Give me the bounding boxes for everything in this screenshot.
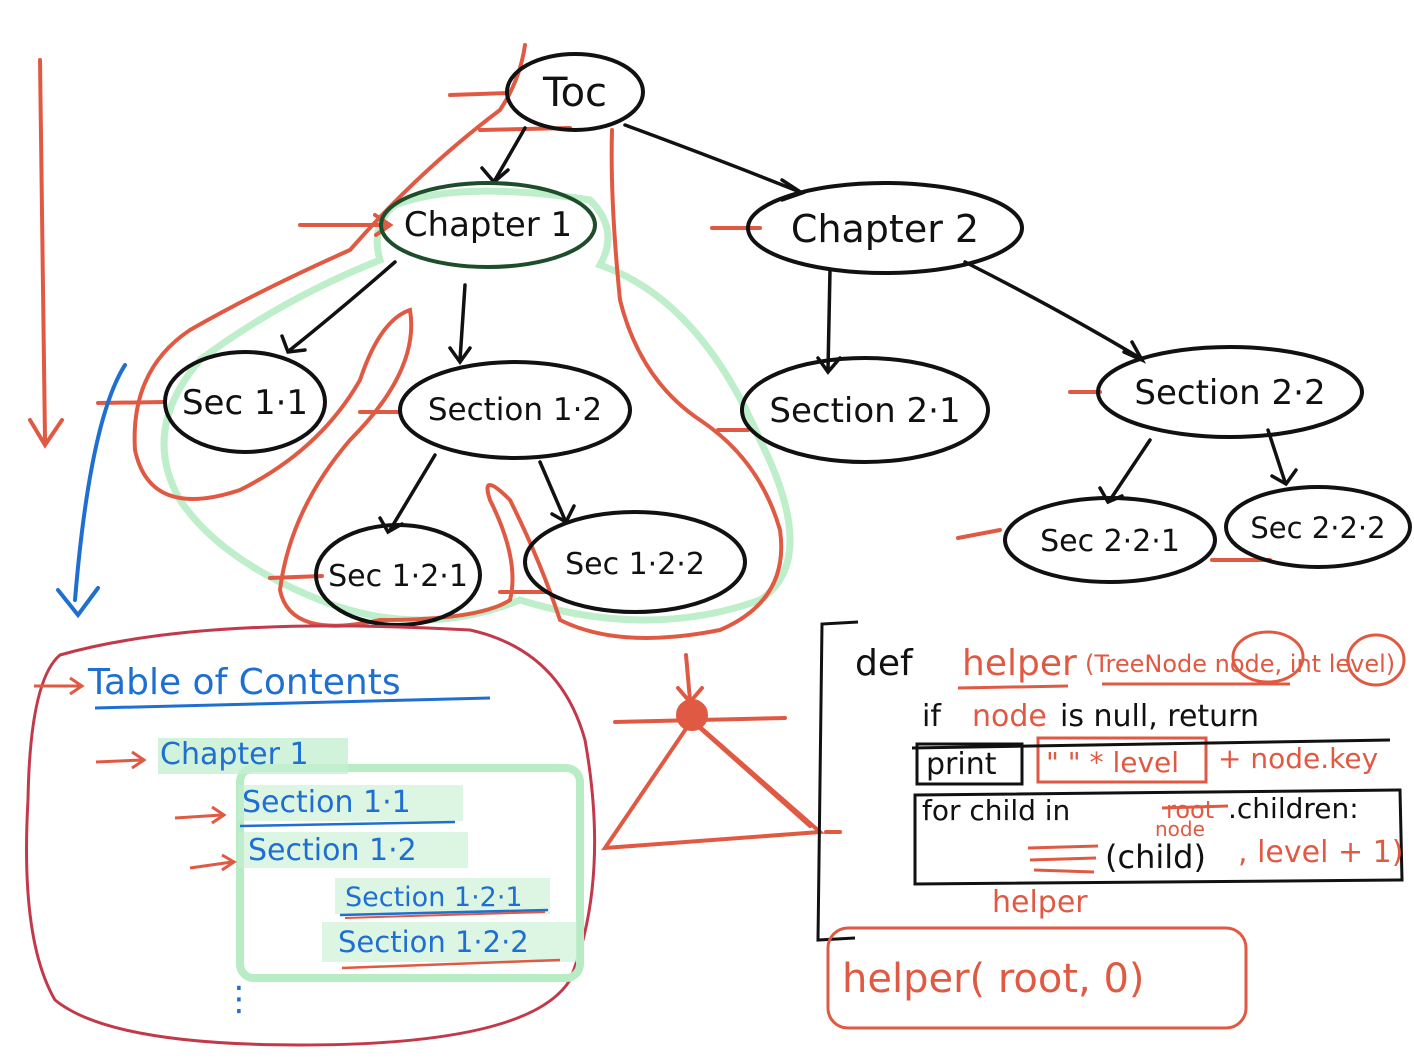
code-if-keyword: if [922,699,942,734]
node-sec-1-2-1-label: Sec 1·2·1 [328,559,468,594]
node-section-2-1-label: Section 2·1 [769,391,960,431]
toc-item-chapter1: Chapter 1 [160,737,309,772]
node-sec-2-2-1-label: Sec 2·2·1 [1040,524,1180,559]
code-for-line: for child in [922,794,1070,827]
code-def-keyword: def [855,643,914,684]
code-for-node: node [1155,817,1205,841]
code-if-node: node [972,699,1047,734]
toc-title: Table of Contents [87,662,401,703]
toc-item-section-1-1: Section 1·1 [242,785,411,820]
code-print-keyword: print [926,747,997,782]
code-call-level: , level + 1) [1238,835,1403,870]
node-sec-2-2-2-label: Sec 2·2·2 [1250,511,1385,545]
node-section-2-1: Section 2·1 [740,356,990,464]
recursion-triangle-icon [601,653,842,851]
green-highlight-chapter1-region [160,187,794,624]
node-chapter2: Chapter 2 [746,181,1024,275]
code-print-string: " " * level [1046,746,1179,779]
code-call-args: (child) [1105,838,1206,876]
node-sec-1-2-1: Sec 1·2·1 [314,523,482,627]
node-section-1-2: Section 1·2 [398,360,632,460]
code-fn-name: helper [962,643,1077,684]
node-sec-1-2-2: Sec 1·2·2 [523,510,747,614]
node-sec-1-1: Sec 1·1 [163,350,327,454]
node-sec-1-2-2-label: Sec 1·2·2 [565,547,705,582]
tree-edges [280,123,1298,535]
code-call-helper: helper [992,885,1088,920]
code-print-rest: + node.key [1218,742,1378,775]
toc-ellipsis: ⋮ [222,979,256,1019]
code-block: def helper (TreeNode node, int level) if… [816,620,1406,1030]
node-sec-2-2-1: Sec 2·2·1 [1003,496,1217,584]
code-if-rest: is null, return [1060,699,1259,734]
toc-item-section-1-2-2: Section 1·2·2 [338,925,529,959]
toc-output-box: Table of Contents Chapter 1 Section 1·1 … [25,624,597,1047]
code-for-root-struck: root [1166,796,1214,824]
code-initial-call: helper( root, 0) [842,956,1145,1002]
node-chapter1: Chapter 1 [379,181,597,269]
blue-arrow [56,363,127,619]
code-for-children: .children: [1228,792,1359,825]
node-sec-2-2-2: Sec 2·2·2 [1224,485,1412,569]
toc-item-section-1-2-1: Section 1·2·1 [345,882,523,913]
node-sec-1-1-label: Sec 1·1 [182,383,308,423]
node-chapter2-label: Chapter 2 [791,207,979,251]
toc-item-section-1-2: Section 1·2 [248,833,417,868]
node-root-label: Toc [542,70,607,116]
node-section-2-2-label: Section 2·2 [1134,373,1325,413]
node-chapter1-label: Chapter 1 [404,205,572,245]
node-root: Toc [505,52,645,132]
red-traversal-path [28,43,1272,640]
node-section-1-2-label: Section 1·2 [428,392,602,428]
node-section-2-2: Section 2·2 [1096,345,1364,439]
